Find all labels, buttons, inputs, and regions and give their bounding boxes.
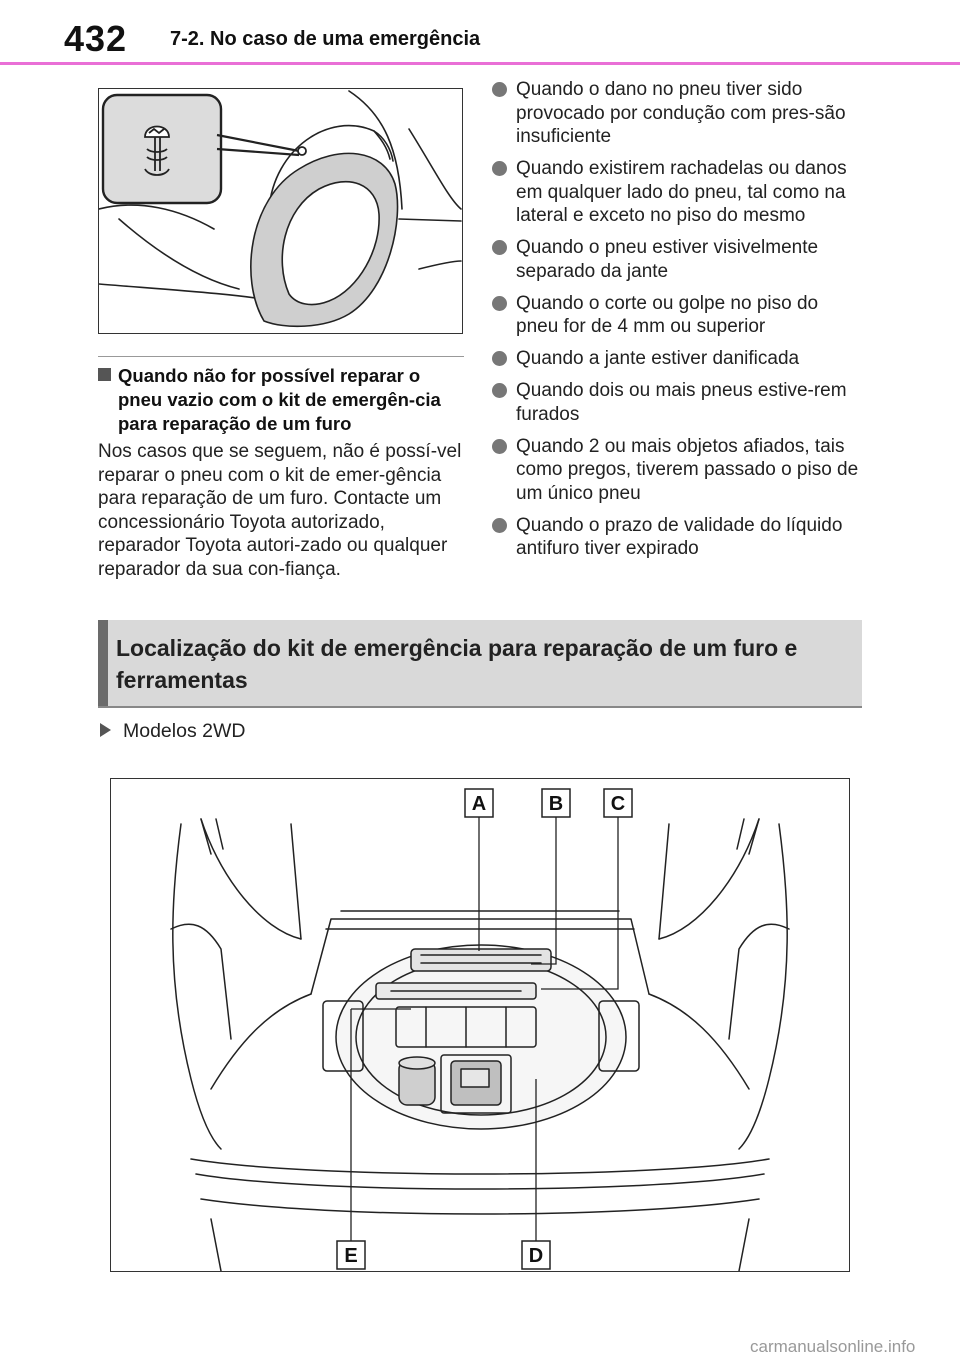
list-item: Quando o pneu estiver visivelmente separ… bbox=[492, 236, 864, 283]
square-bullet-icon bbox=[98, 368, 111, 381]
bullet-dot-icon bbox=[492, 383, 507, 398]
list-item: Quando a jante estiver danificada bbox=[492, 347, 864, 371]
section-title-bar: Localização do kit de emergência para re… bbox=[98, 620, 862, 708]
header-rule bbox=[0, 62, 960, 65]
body-paragraph: Nos casos que se seguem, não é possí-vel… bbox=[98, 441, 462, 580]
callout-a-label: A bbox=[472, 793, 486, 815]
bullet-list: Quando o dano no pneu tiver sido provoca… bbox=[492, 78, 864, 569]
subheading: Quando não for possível reparar o pneu v… bbox=[98, 364, 468, 436]
trunk-drawing: A B C D E bbox=[170, 788, 790, 1271]
page-number: 432 bbox=[64, 18, 128, 59]
model-label-text: Modelos 2WD bbox=[123, 720, 246, 742]
callout-d-label: D bbox=[529, 1245, 543, 1267]
callout-e-label: E bbox=[344, 1245, 357, 1267]
callout-b: B bbox=[541, 788, 571, 818]
list-item: Quando o prazo de validade do líquido an… bbox=[492, 514, 864, 561]
section-title: Localização do kit de emergência para re… bbox=[116, 635, 798, 693]
bullet-dot-icon bbox=[492, 82, 507, 97]
chapter-title: 7-2. No caso de uma emergência bbox=[170, 28, 481, 50]
subheading-text: Quando não for possível reparar o pneu v… bbox=[118, 365, 441, 434]
callout-c-label: C bbox=[611, 793, 625, 815]
page-header: 432 7-2. No caso de uma emergência bbox=[0, 0, 960, 66]
model-label: Modelos 2WD bbox=[100, 720, 245, 743]
callout-d: D bbox=[521, 1240, 551, 1270]
tire-nail-drawing bbox=[99, 90, 462, 328]
separator-line bbox=[98, 356, 464, 357]
list-item: Quando dois ou mais pneus estive-rem fur… bbox=[492, 379, 864, 426]
tire-nail-illustration bbox=[98, 88, 463, 334]
watermark: carmanualsonline.info bbox=[750, 1337, 916, 1356]
triangle-bullet-icon bbox=[100, 723, 111, 737]
bullet-dot-icon bbox=[492, 351, 507, 366]
list-item: Quando 2 ou mais objetos afiados, tais c… bbox=[492, 435, 864, 506]
bullet-dot-icon bbox=[492, 438, 507, 454]
list-item: Quando o dano no pneu tiver sido provoca… bbox=[492, 78, 864, 149]
list-item: Quando o corte ou golpe no piso do pneu … bbox=[492, 292, 864, 339]
bullet-dot-icon bbox=[492, 295, 507, 311]
callout-b-label: B bbox=[549, 793, 563, 815]
bullet-dot-icon bbox=[492, 240, 507, 255]
list-item: Quando existirem rachadelas ou danos em … bbox=[492, 157, 864, 228]
callout-a: A bbox=[464, 788, 494, 818]
bullet-dot-icon bbox=[492, 517, 507, 533]
callout-e: E bbox=[336, 1240, 366, 1270]
section-accent bbox=[98, 620, 108, 706]
trunk-kit-illustration: A B C D E bbox=[110, 778, 850, 1272]
callout-c: C bbox=[603, 788, 633, 818]
bullet-dot-icon bbox=[492, 161, 507, 176]
